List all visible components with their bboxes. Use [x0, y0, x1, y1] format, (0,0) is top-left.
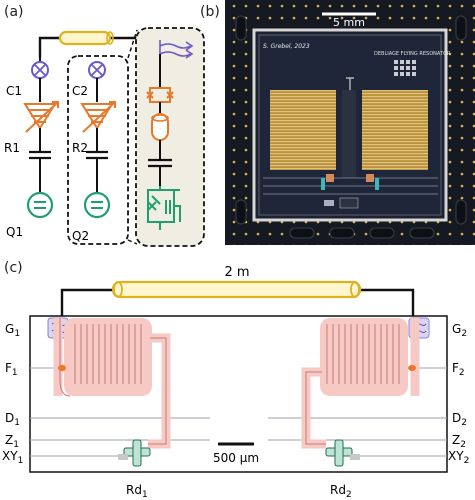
- cable-2m-icon: [111, 280, 362, 299]
- detail-box: [135, 27, 205, 247]
- right-line-labels: G2 F2 D2 Z2 XY2: [448, 322, 469, 466]
- resonator-1-label: R1: [4, 141, 20, 155]
- chain-1: C1 R1 Q1: [4, 58, 59, 239]
- label-d2: D2: [452, 411, 467, 428]
- qubit-2-label: Q2: [72, 229, 89, 243]
- left-line-labels: G1 F1 D1 Z1 XY1: [2, 322, 23, 466]
- zoom-source-box: [67, 55, 129, 245]
- label-g1: G1: [5, 322, 20, 339]
- panel-b: DEBLIAGE FLYING RESONATOR S. Grebel, 202…: [200, 0, 475, 245]
- resonator-1-block: [270, 90, 336, 170]
- resonator-2-icon: [80, 101, 116, 133]
- resonator-2-label: R2: [72, 141, 88, 155]
- label-z1: Z1: [5, 433, 19, 450]
- resonator-2-block: [362, 90, 428, 170]
- cable-length-label: 2 m: [224, 265, 249, 280]
- qubit-1-label: Q1: [6, 225, 23, 239]
- label-z2: Z2: [452, 433, 466, 450]
- chip-title: DEBLIAGE FLYING RESONATOR: [374, 51, 451, 57]
- label-d1: D1: [5, 411, 20, 428]
- coupler-1-label: C1: [6, 84, 22, 98]
- label-g2: G2: [452, 322, 467, 339]
- qubit-2-icon: [83, 191, 111, 219]
- transmon-left-icon: [118, 439, 151, 467]
- readout-label-2: Rd2: [330, 483, 352, 500]
- panel-c: (c) 2 m: [2, 260, 469, 500]
- transmon-right-icon: [325, 439, 360, 467]
- chain-2: C2 R2 Q2: [72, 61, 116, 243]
- panel-a-label: (a): [4, 4, 24, 20]
- label-f1: F1: [5, 361, 18, 378]
- label-xy2: XY2: [448, 449, 469, 466]
- resonator-right-meander: [301, 318, 420, 449]
- panel-c-label: (c): [4, 260, 23, 276]
- detail-feed-lines: [159, 40, 191, 57]
- qubit-1-icon: [26, 191, 54, 219]
- coax-segment-icon: [151, 113, 169, 141]
- transmon-icon: [147, 186, 181, 230]
- coupler-2-label: C2: [72, 84, 88, 98]
- resonator-1-icon: [23, 101, 59, 133]
- resonator-left-meander: [53, 318, 171, 449]
- cable-icon: [58, 30, 112, 46]
- layout-scale-label: 500 μm: [213, 451, 259, 465]
- panel-a: (a) C1 R1 Q1: [4, 4, 205, 247]
- panel-b-label: (b): [200, 4, 220, 20]
- readout-label-1: Rd1: [126, 483, 148, 500]
- chip-handwriting: S. Grebel, 2023: [263, 43, 310, 50]
- chip-scale-label: 5 mm: [333, 16, 365, 29]
- label-xy1: XY1: [2, 449, 23, 466]
- label-f2: F2: [452, 361, 465, 378]
